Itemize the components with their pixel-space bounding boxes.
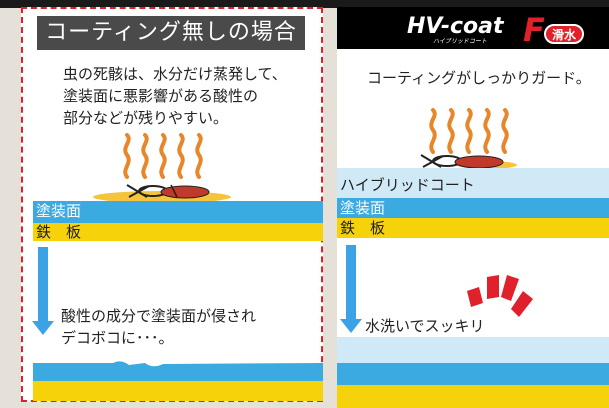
layer-paint: 塗装面 (33, 201, 323, 223)
steam-icon (123, 133, 203, 179)
layer-coat: ハイブリッドコート (337, 168, 609, 198)
arrow-shaft (346, 245, 356, 321)
logo-sub: ハイブリッドコート (433, 37, 487, 45)
top-bar (0, 0, 609, 8)
note-line-2: デコボコに･･･。 (61, 329, 174, 347)
logo-badge (544, 24, 584, 44)
hv-coat-logo: HV-coat ハイブリッドコート F 滑水 (407, 11, 584, 47)
description-line-3: 部分などが残りやすい。 (63, 109, 229, 127)
panel-hv-coat: HV-coat ハイブリッドコート F 滑水 コーティングがしっかりガード。 (337, 7, 609, 408)
arrow-shaft (38, 247, 48, 323)
panel-title-no-coating: コーティング無しの場合 (37, 16, 305, 50)
description-hv-coat: コーティングがしっかりガード。 (367, 69, 591, 87)
description-no-coating: 虫の死骸は、水分だけ蒸発して、 塗装面に悪影響がある酸性の 部分などが残りやすい… (63, 63, 287, 129)
description-line-1: 虫の死骸は、水分だけ蒸発して、 (63, 65, 287, 83)
down-arrow-icon (340, 319, 362, 333)
layer-paint: 塗装面 (337, 198, 609, 218)
layer-steel: 鉄 板 (337, 218, 609, 238)
logo-badge-label: 滑水 (552, 27, 577, 42)
layer-steel: 鉄 板 (33, 223, 323, 241)
insect-icon (420, 154, 517, 169)
intact-steel (337, 385, 609, 408)
description-line-2: 塗装面に悪影響がある酸性の (63, 87, 259, 105)
note-line-1: 酸性の成分で塗装面が侵され (61, 307, 257, 325)
down-arrow-icon (32, 321, 54, 335)
logo-main: HV-coat (407, 14, 505, 39)
steam-icon (429, 108, 509, 154)
intact-coat (337, 337, 609, 363)
damaged-layers (33, 361, 323, 401)
impact-burst-icon (467, 275, 533, 317)
note-no-coating: 酸性の成分で塗装面が侵され デコボコに･･･。 (61, 305, 256, 349)
panel-no-coating: コーティング無しの場合 虫の死骸は、水分だけ蒸発して、 塗装面に悪影響がある酸性… (21, 7, 323, 402)
logo-header: HV-coat ハイブリッドコート F 滑水 (337, 7, 609, 49)
logo-letter: F (523, 11, 545, 47)
insect-icon (126, 184, 210, 199)
note-hv-coat: 水洗いでスッキリ (365, 317, 485, 335)
intact-paint (337, 363, 609, 385)
